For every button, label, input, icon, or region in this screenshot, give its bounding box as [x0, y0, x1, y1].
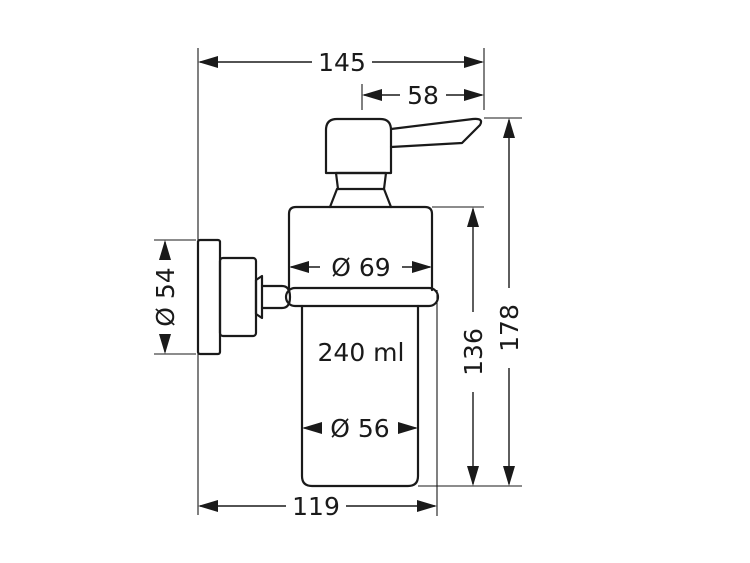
pump-lever	[389, 117, 483, 149]
pump-lid	[287, 205, 434, 292]
capacity-label: 240 ml	[318, 338, 405, 367]
dispenser-outline	[196, 117, 483, 488]
extension-lines	[154, 48, 522, 516]
dim-overall-width: 145	[198, 48, 484, 77]
glass-container	[300, 304, 420, 488]
arm-collar	[260, 284, 292, 310]
overall-width-label: 145	[318, 48, 366, 77]
wall-plate-diameter-label: Ø 54	[151, 267, 180, 326]
wall-plate-step	[218, 256, 258, 338]
pump-head	[324, 117, 393, 175]
holder-ring	[284, 286, 440, 308]
dim-container-height: 136	[459, 207, 488, 486]
lever-reach-label: 58	[407, 81, 439, 110]
arm-connector	[254, 274, 264, 320]
pump-neck-lower	[328, 187, 393, 209]
pump-neck-upper	[334, 171, 388, 191]
projection-label: 119	[292, 492, 340, 521]
dim-wall-plate-diameter: Ø 54	[151, 240, 180, 354]
dim-container-top-diameter: Ø 69	[289, 253, 432, 282]
wall-plate	[196, 238, 222, 356]
container-height-label: 136	[459, 328, 488, 376]
dim-lever-reach: 58	[362, 81, 484, 110]
overall-height-label: 178	[495, 304, 524, 352]
dim-overall-height: 178	[495, 118, 524, 486]
container-diameter-label: Ø 56	[330, 414, 389, 443]
container-top-diameter-label: Ø 69	[331, 253, 390, 282]
dim-projection: 119	[198, 492, 437, 521]
dim-container-diameter: Ø 56	[302, 414, 418, 443]
